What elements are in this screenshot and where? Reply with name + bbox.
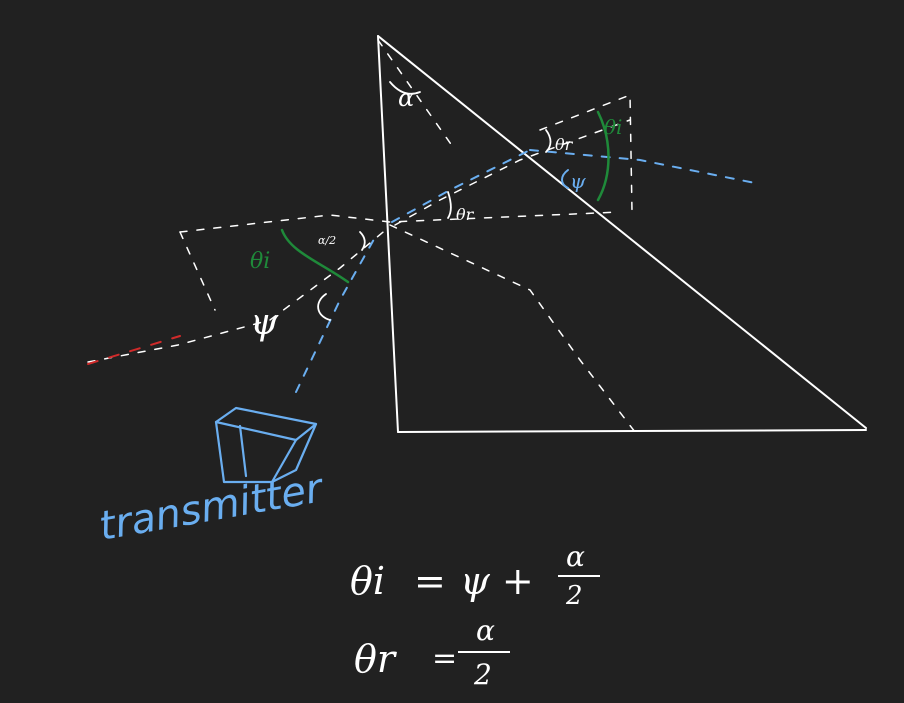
alpha-arc xyxy=(389,81,421,95)
left-vertical-guide xyxy=(179,231,216,311)
prism-left-edge xyxy=(377,35,399,433)
psi-right-arc xyxy=(561,169,569,189)
horizontal-guide xyxy=(179,211,621,233)
eq2-equals: = xyxy=(432,641,457,676)
right-box-guide xyxy=(539,93,633,213)
theta-r-upper-label: θr xyxy=(555,135,574,154)
psi-left-label: ψ xyxy=(250,302,279,343)
equation-theta-r: θr = α 2 xyxy=(354,614,510,691)
transmitter-ray xyxy=(295,149,761,393)
eq1-denominator: 2 xyxy=(565,581,583,611)
theta-r-upper-arc xyxy=(545,129,552,153)
transmitter-front-face xyxy=(214,420,298,484)
eq1-numerator: α xyxy=(566,540,585,573)
theta-r-lower-arc xyxy=(447,191,452,219)
inner-normal xyxy=(389,224,636,433)
psi-upper-label: ψ xyxy=(570,169,586,193)
eq2-denominator: 2 xyxy=(473,658,492,691)
psi-left-arc xyxy=(317,293,331,321)
theta-i-left-label: θi xyxy=(250,249,270,274)
theta-r-lower-label: θr xyxy=(456,205,475,224)
transmitter-detail xyxy=(238,424,248,478)
eq2-numerator: α xyxy=(476,614,495,647)
transmitter-top-face xyxy=(214,406,318,442)
prism xyxy=(377,35,867,433)
incident-normal-left xyxy=(87,227,389,363)
apex-bisector xyxy=(377,39,456,151)
theta-i-upper-label: θi xyxy=(604,115,622,139)
alpha-top-label: α xyxy=(398,84,414,112)
alpha-half-label: α/2 xyxy=(318,234,336,247)
eq2-lhs: θr xyxy=(354,637,398,681)
construction-lines xyxy=(87,39,636,433)
ray-segment-2 xyxy=(391,149,531,223)
transmitter-icon xyxy=(214,406,318,484)
transmitter-label: transmitter xyxy=(96,465,328,550)
eq1-rhs: ψ + xyxy=(460,559,534,603)
prism-base xyxy=(397,429,867,433)
theta-i-right-arc xyxy=(596,110,610,202)
eq1-lhs: θi xyxy=(350,559,385,603)
prism-hypotenuse xyxy=(377,35,867,429)
angle-arcs xyxy=(317,81,552,321)
theta-i-left-arc xyxy=(280,228,350,284)
transmitter-side-face xyxy=(270,422,318,484)
ray-segment-3 xyxy=(529,149,761,185)
equation-theta-i: θi = ψ + α 2 xyxy=(350,540,600,611)
green-arcs xyxy=(280,110,610,284)
half-alpha-arc xyxy=(359,231,366,251)
eq1-equals: = xyxy=(414,559,446,603)
incident-ray-red xyxy=(87,335,181,365)
